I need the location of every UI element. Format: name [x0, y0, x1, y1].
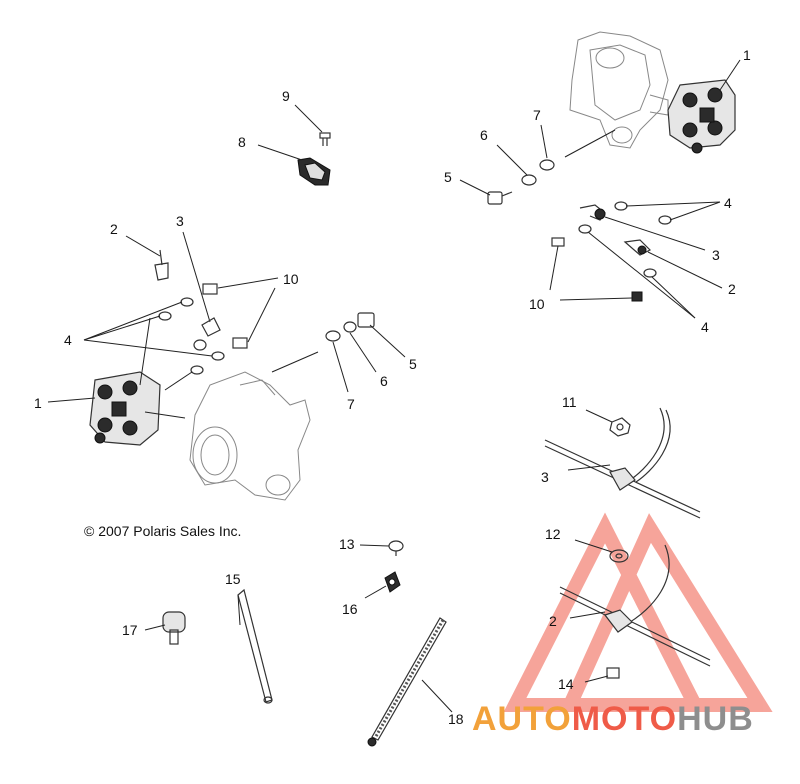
callout-13: 13 [339, 536, 355, 552]
callout-17: 17 [122, 622, 138, 638]
callout-6-right: 6 [480, 127, 488, 143]
watermark-hub: HUB [677, 700, 754, 738]
clip-16 [364, 571, 401, 599]
callout-3-left: 3 [176, 213, 184, 229]
callout-9: 9 [282, 88, 290, 104]
clip-17 [144, 611, 186, 645]
callout-5-right: 5 [444, 169, 452, 185]
callout-2-cable: 2 [549, 613, 557, 629]
callout-3-cable: 3 [541, 469, 549, 485]
watermark-moto: MOTO [571, 700, 678, 738]
bracket-8 [257, 144, 331, 186]
strap-15 [237, 588, 273, 704]
callout-1-left: 1 [34, 395, 42, 411]
callout-4-left: 4 [64, 332, 72, 348]
callout-3-right: 3 [712, 247, 720, 263]
callout-1-right: 1 [743, 47, 751, 63]
callout-16: 16 [342, 601, 358, 617]
callout-2-right: 2 [728, 281, 736, 297]
callout-8: 8 [238, 134, 246, 150]
fasteners-left [83, 231, 406, 393]
callout-10-right: 10 [529, 296, 545, 312]
knuckle-right [569, 31, 669, 149]
watermark-logo-text: AUTOMOTOHUB [472, 700, 754, 739]
callout-12: 12 [545, 526, 561, 542]
screw-13 [359, 540, 404, 556]
bolt-14 [584, 667, 620, 683]
caliper-right [667, 59, 741, 154]
callout-11: 11 [562, 394, 577, 410]
fasteners-right [459, 124, 723, 319]
knuckle-left [189, 351, 319, 501]
callout-5-left: 5 [409, 356, 417, 372]
watermark-auto: AUTO [472, 700, 572, 738]
copyright-notice: © 2007 Polaris Sales Inc. [84, 523, 242, 539]
callout-7-right: 7 [533, 107, 541, 123]
callout-10-left: 10 [283, 271, 299, 287]
callout-14: 14 [558, 676, 574, 692]
callout-15: 15 [225, 571, 241, 587]
cable-assembly-2 [559, 539, 711, 667]
callout-4-right-top: 4 [724, 195, 732, 211]
callout-4-right-bottom: 4 [701, 319, 709, 335]
callout-18: 18 [448, 711, 464, 727]
caliper-left [47, 371, 186, 446]
bolt-9 [294, 104, 331, 146]
callout-2-left: 2 [110, 221, 118, 237]
tie-18 [367, 617, 453, 747]
cable-assembly-3 [544, 407, 701, 519]
callout-7-left: 7 [347, 396, 355, 412]
callout-6-left: 6 [380, 373, 388, 389]
